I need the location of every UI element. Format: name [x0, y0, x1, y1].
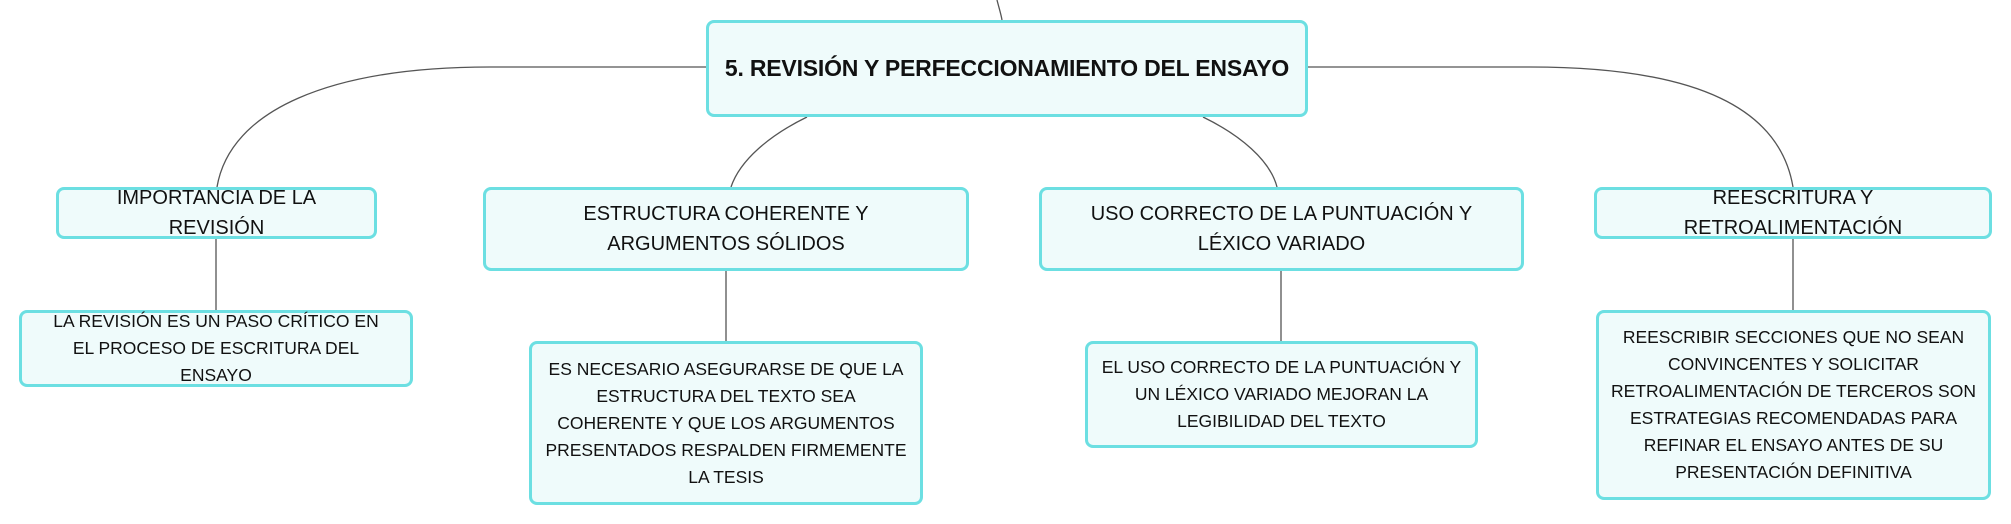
- detail-text: REESCRIBIR SECCIONES QUE NO SEAN CONVINC…: [1611, 327, 1976, 482]
- topic-reescritura[interactable]: REESCRITURA Y RETROALIMENTACIÓN: [1594, 187, 1992, 239]
- root-node[interactable]: 5. REVISIÓN Y PERFECCIONAMIENTO DEL ENSA…: [706, 20, 1308, 117]
- detail-text: LA REVISIÓN ES UN PASO CRÍTICO EN EL PRO…: [53, 311, 379, 385]
- detail-uso-puntuacion[interactable]: EL USO CORRECTO DE LA PUNTUACIÓN Y UN LÉ…: [1085, 341, 1478, 448]
- topic-uso-puntuacion[interactable]: USO CORRECTO DE LA PUNTUACIÓN Y LÉXICO V…: [1039, 187, 1524, 271]
- topic-label: ESTRUCTURA COHERENTE Y ARGUMENTOS SÓLIDO…: [583, 203, 869, 255]
- connector-root-to-uso: [1202, 116, 1278, 188]
- topic-estructura-coherente[interactable]: ESTRUCTURA COHERENTE Y ARGUMENTOS SÓLIDO…: [483, 187, 969, 271]
- connector-root-to-reescritura: [1308, 66, 1794, 188]
- connector-root-to-estructura: [730, 116, 808, 188]
- connector-root-to-importancia: [216, 66, 706, 188]
- detail-text: ES NECESARIO ASEGURARSE DE QUE LA ESTRUC…: [545, 358, 907, 487]
- topic-label: USO CORRECTO DE LA PUNTUACIÓN Y LÉXICO V…: [1090, 203, 1473, 255]
- topic-label: REESCRITURA Y RETROALIMENTACIÓN: [1683, 187, 1903, 239]
- detail-importancia-revision[interactable]: LA REVISIÓN ES UN PASO CRÍTICO EN EL PRO…: [19, 310, 413, 387]
- connector-parent-root: [996, 0, 1003, 21]
- detail-reescritura[interactable]: REESCRIBIR SECCIONES QUE NO SEAN CONVINC…: [1596, 310, 1991, 500]
- topic-importancia-revision[interactable]: IMPORTANCIA DE LA REVISIÓN: [56, 187, 377, 239]
- topic-label: IMPORTANCIA DE LA REVISIÓN: [116, 187, 317, 239]
- detail-estructura-coherente[interactable]: ES NECESARIO ASEGURARSE DE QUE LA ESTRUC…: [529, 341, 923, 505]
- detail-text: EL USO CORRECTO DE LA PUNTUACIÓN Y UN LÉ…: [1101, 357, 1462, 431]
- root-label: 5. REVISIÓN Y PERFECCIONAMIENTO DEL ENSA…: [724, 55, 1290, 81]
